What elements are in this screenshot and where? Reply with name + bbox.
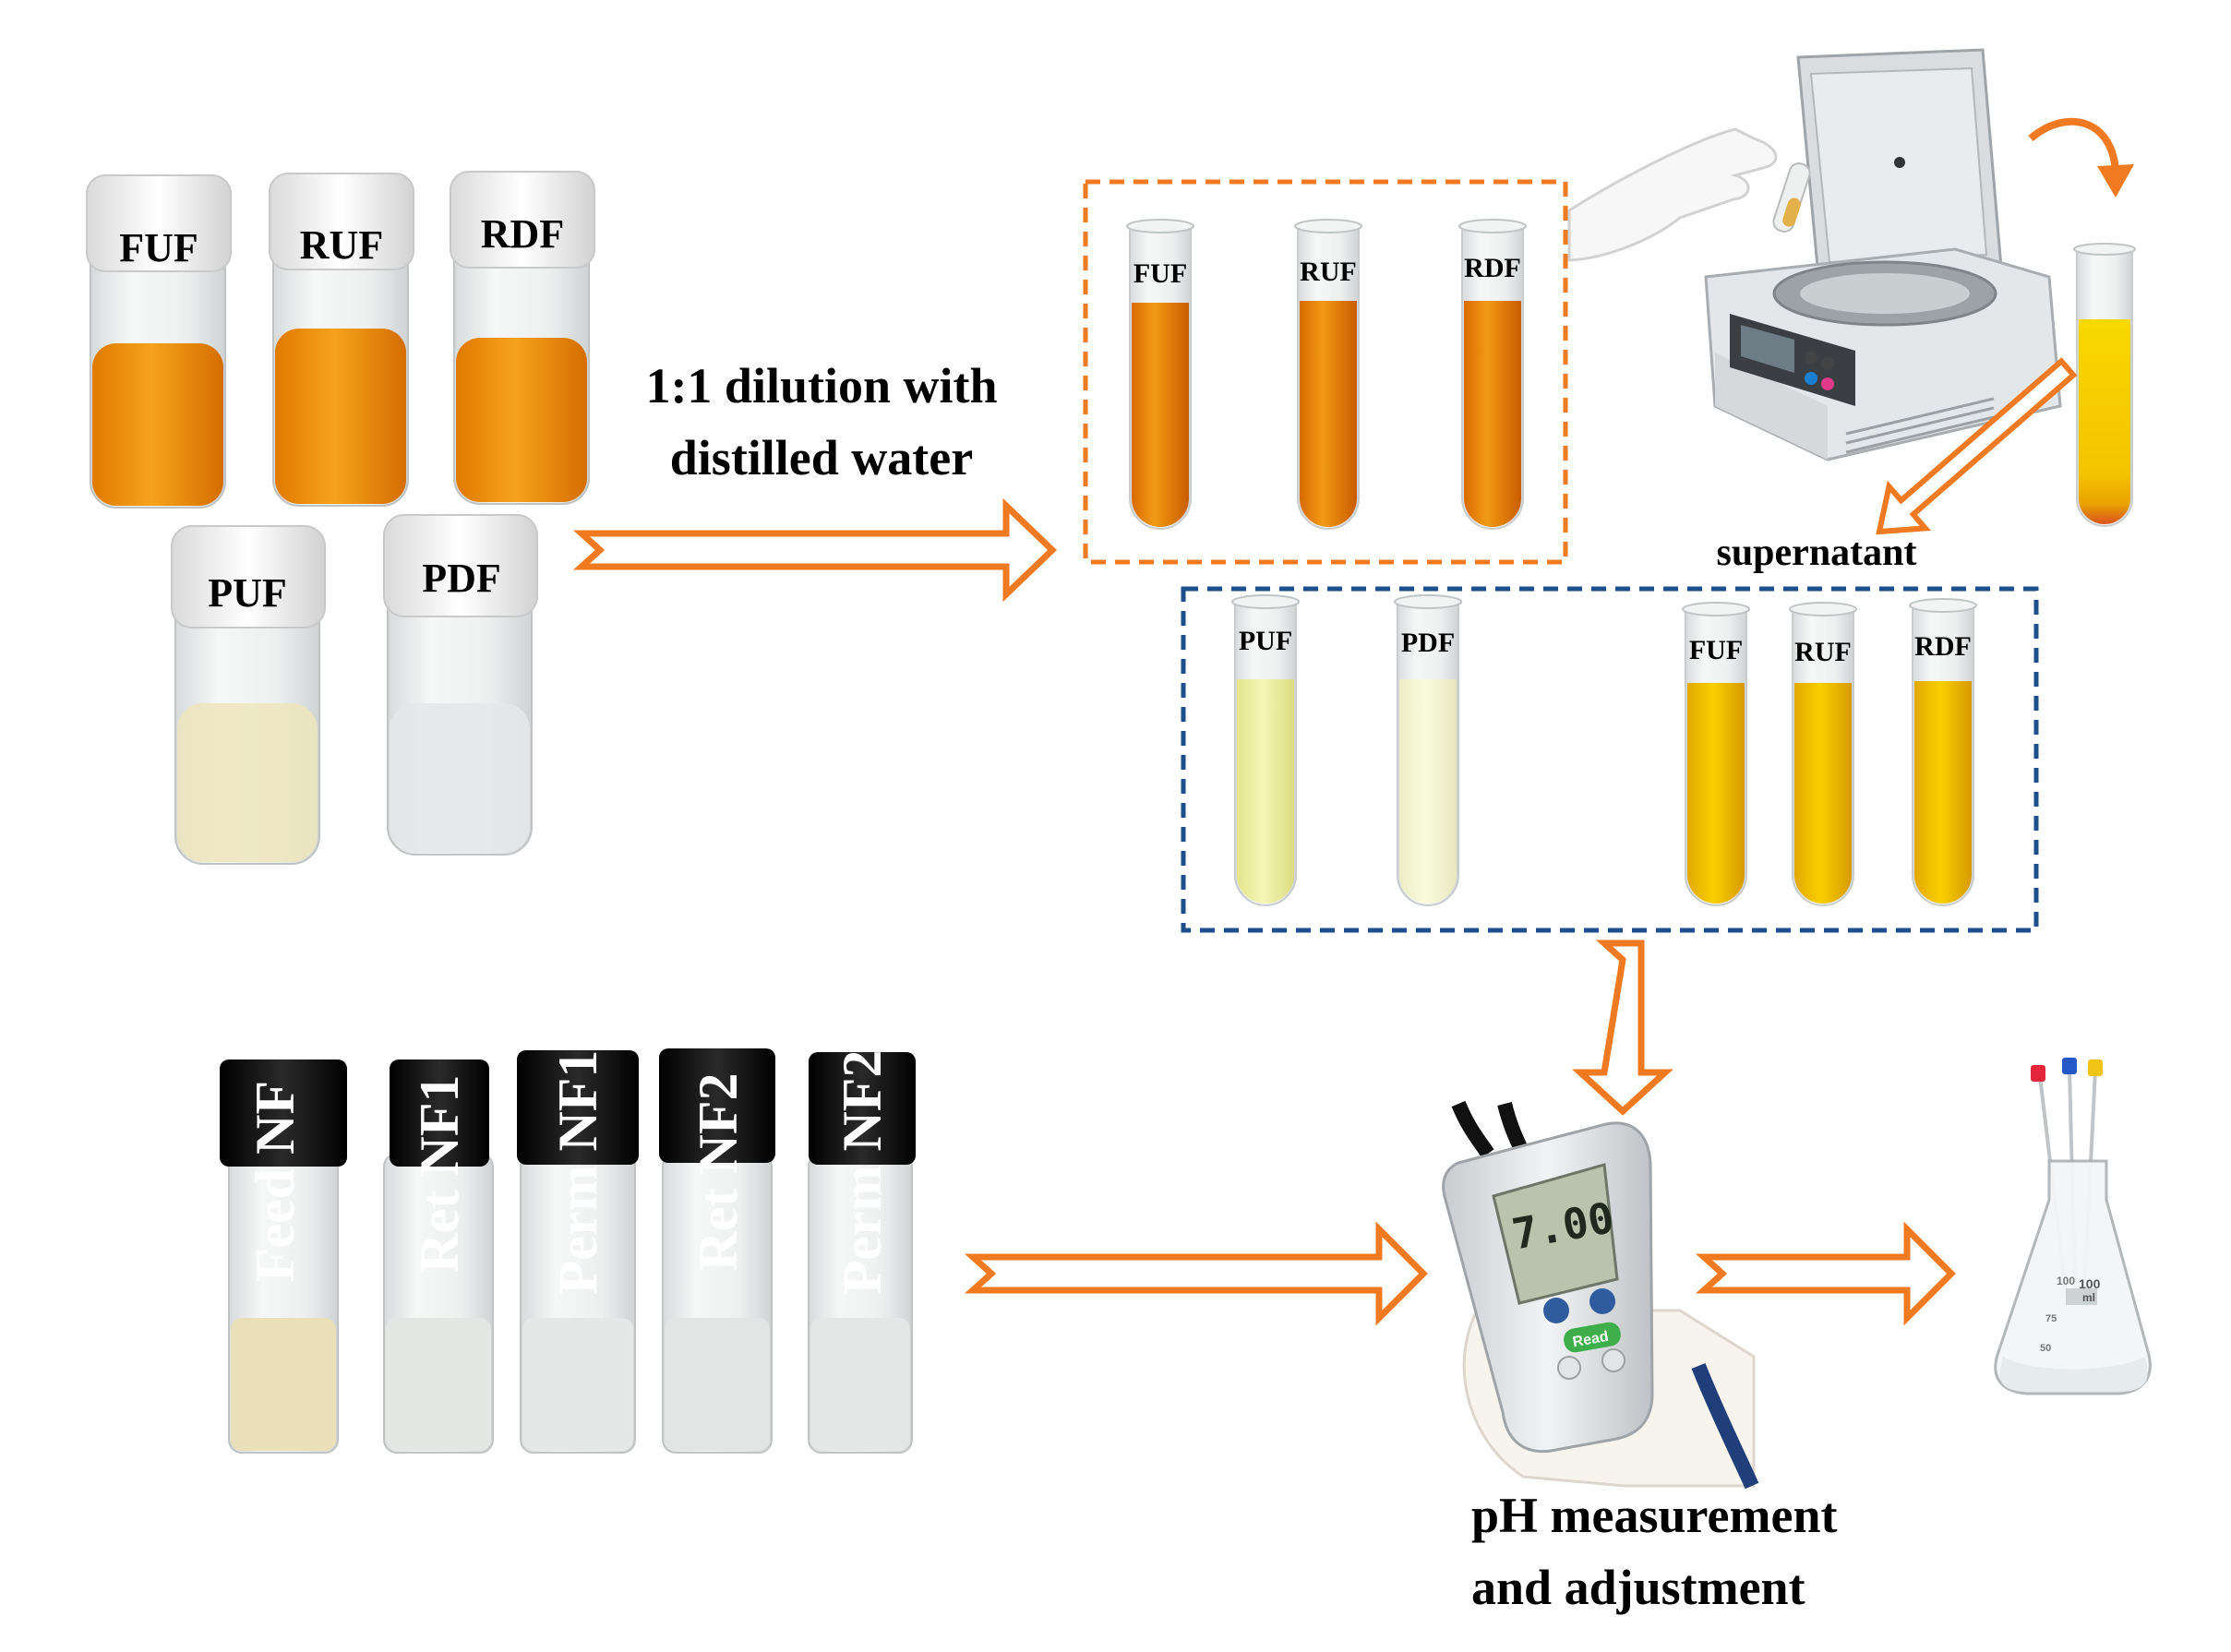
vial-puf: PUF [171, 525, 326, 865]
nf-vial-label: Perm NF1 [547, 1050, 608, 1295]
centrifuged-tube [2073, 243, 2136, 527]
sample-vials-group: FUF RUF RDF PUF PDF [86, 171, 595, 865]
tube-label: PUF [1239, 626, 1292, 656]
meter-read-label: Read [1571, 1329, 1609, 1351]
tube-label: FUF [1133, 258, 1187, 289]
tube-label: PDF [1401, 628, 1455, 658]
tube-label: RDF [1464, 253, 1521, 283]
nf-vial-label: Perm NF2 [832, 1050, 893, 1295]
vial-fuf: FUF [86, 174, 232, 509]
nf-vial-label: Ret NF1 [409, 1075, 470, 1274]
arrow-right-icon [964, 1221, 1428, 1326]
flask-unit: ml [2082, 1291, 2095, 1304]
flask-mark: 50 [2040, 1343, 2051, 1354]
vial-ret-nf2: Ret NF2 [659, 1048, 775, 1454]
nf-vials-group: Feed NF Ret NF1 Perm NF1 Ret NF2 Perm NF… [220, 1048, 916, 1454]
ph-label-line1: pH measurement [1471, 1488, 1837, 1543]
dilution-label-line2: distilled water [670, 430, 973, 485]
vial-pdf: PDF [383, 514, 538, 856]
tube-ruf: RUF [1294, 219, 1362, 530]
supernatant-label: supernatant [1716, 532, 1916, 574]
arrow-down-icon [1571, 940, 1674, 1116]
tube-label: RUF [1794, 637, 1852, 667]
tube-label: FUF [1689, 635, 1743, 665]
ph-label-line2: and adjustment [1471, 1560, 1805, 1615]
dilution-label-line1: 1:1 dilution with [645, 358, 997, 413]
vial-label: RUF [300, 222, 383, 268]
arrow-right-icon [1695, 1221, 1956, 1326]
arrow-right-icon [572, 497, 1058, 603]
diluted-samples-box [1083, 179, 1568, 565]
vial-feed-nf: Feed NF [220, 1059, 347, 1454]
vial-perm-nf1: Perm NF1 [517, 1050, 639, 1454]
tube-fuf: FUF [1126, 219, 1194, 530]
arrow-diagonal-icon [1876, 357, 2078, 535]
vial-perm-nf2: Perm NF2 [808, 1050, 916, 1454]
tube-fuf-supernatant: FUF [1682, 602, 1750, 906]
vial-label: PUF [208, 570, 287, 616]
flask-mark: 75 [2045, 1313, 2057, 1324]
tube-rdf-supernatant: RDF [1909, 598, 1977, 906]
curved-arrow-icon [2028, 117, 2134, 198]
vial-ret-nf1: Ret NF1 [383, 1059, 494, 1454]
nf-vial-label: Ret NF2 [688, 1073, 749, 1272]
flask-mark: 100 [2079, 1276, 2101, 1291]
tube-ruf-supernatant: RUF [1789, 602, 1857, 906]
vial-rdf: RDF [450, 171, 595, 505]
flask-mark: 100 [2057, 1275, 2075, 1287]
erlenmeyer-flask: 100 100 ml 75 50 [1994, 1058, 2152, 1395]
supernatant-box [1181, 586, 2039, 933]
ph-meter: 7.00 Read [1442, 1100, 1759, 1490]
tube-rdf: RDF [1458, 219, 1527, 530]
diluted-tubes: FUF RUF RDF [1126, 219, 1527, 530]
nf-vial-label: Feed NF [245, 1081, 306, 1282]
tube-pdf: PDF [1394, 594, 1462, 906]
vial-label: RDF [481, 211, 564, 257]
vial-ruf: RUF [269, 173, 414, 507]
tube-label: RDF [1914, 631, 1972, 662]
vial-label: PDF [422, 556, 501, 601]
supernatant-tubes: PUF PDF FUF RUF RDF [1231, 594, 1977, 906]
tube-label: RUF [1300, 257, 1357, 287]
centrifuge [1567, 48, 2062, 461]
vial-label: FUF [119, 225, 198, 270]
meter-read-button[interactable] [1562, 1321, 1623, 1354]
tube-puf: PUF [1231, 594, 1300, 906]
